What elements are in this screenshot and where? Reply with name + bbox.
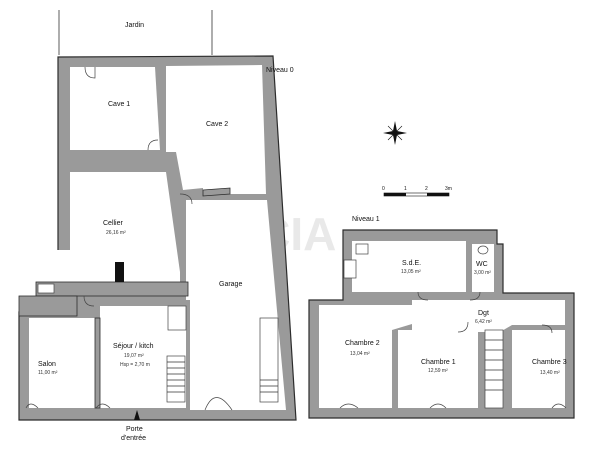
wc-area: 3,00 m²	[474, 270, 491, 276]
room-chambre3	[512, 330, 565, 408]
ground-stairs	[166, 317, 279, 403]
chambre3-name: Chambre 3	[532, 359, 567, 366]
room-cellier	[36, 172, 180, 282]
chambre2-area: 13,04 m²	[350, 351, 370, 357]
first-stairs	[484, 329, 504, 409]
dgt-name: Dgt	[478, 310, 489, 317]
room-chambre1	[398, 330, 478, 408]
kitchen-counter	[167, 305, 187, 331]
ground-floor	[18, 55, 297, 421]
sejour-name: Séjour / kitch	[113, 343, 154, 350]
chambre1-name: Chambre 1	[421, 359, 456, 366]
level-1-label: Niveau 1	[352, 216, 380, 223]
chambre1-area: 12,59 m²	[428, 368, 448, 374]
sde-area: 13,05 m²	[401, 269, 421, 275]
garden-lines	[58, 10, 213, 55]
cave1-name: Cave 1	[108, 101, 130, 108]
scale-tick-1: 1	[404, 186, 407, 192]
scale-tick-3: 3m	[445, 186, 452, 192]
scale-tick-2: 2	[425, 186, 428, 192]
dgt-area: 6,42 m²	[475, 319, 492, 325]
chambre3-area: 13,40 m²	[540, 370, 560, 376]
salon-name: Salon	[38, 361, 56, 368]
room-wc	[472, 244, 494, 292]
first-floor	[308, 229, 575, 419]
entrance-line2: d'entrée	[121, 435, 146, 442]
cellier-area: 26,16 m²	[106, 230, 126, 236]
cellier-name: Cellier	[103, 220, 124, 227]
room-cave1	[70, 67, 160, 150]
sejour-area: 19,07 m²	[124, 353, 144, 359]
washbasin	[355, 243, 369, 255]
chambre2-name: Chambre 2	[345, 340, 380, 347]
room-dgt	[412, 300, 565, 332]
sde-name: S.d.E.	[402, 260, 421, 267]
chimney-block	[115, 262, 124, 282]
room-sejour	[100, 306, 186, 408]
bathtub-edge	[343, 259, 357, 279]
toilet	[477, 245, 489, 255]
scale-tick-0: 0	[382, 186, 385, 192]
garage-name: Garage	[219, 281, 242, 288]
room-sde	[352, 241, 466, 292]
wc-name: WC	[476, 261, 488, 268]
entrance-arrow-icon	[134, 410, 140, 420]
garden-label: Jardin	[125, 22, 144, 29]
entrance-line1: Porte	[126, 426, 143, 433]
level-0-label: Niveau 0	[266, 67, 294, 74]
room-chambre2	[319, 305, 412, 408]
salon-area: 11,00 m²	[38, 370, 58, 376]
scale-bar: 0 1 2 3m	[382, 186, 452, 197]
compass-icon	[383, 121, 407, 145]
room-cave2	[166, 65, 266, 194]
cave2-name: Cave 2	[206, 121, 228, 128]
room-salon	[29, 318, 95, 408]
sejour-height: Hsp = 2,70 m	[120, 362, 150, 368]
